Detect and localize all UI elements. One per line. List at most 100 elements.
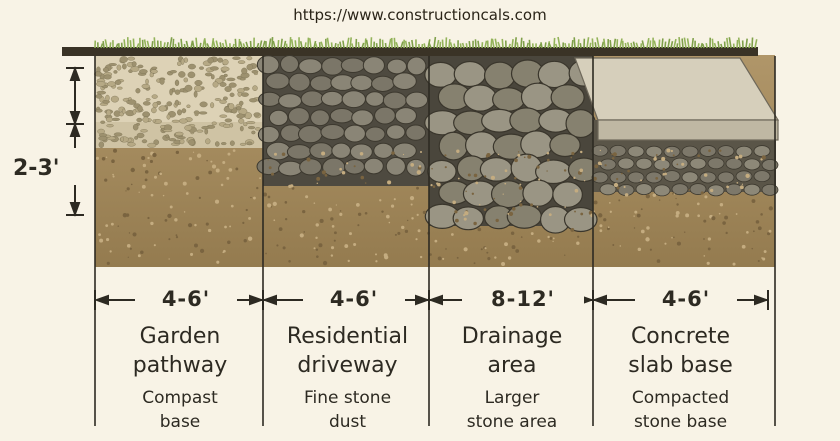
rock xyxy=(453,60,487,88)
soil-speckle xyxy=(164,218,168,222)
soil-speckle xyxy=(703,255,706,257)
title-drainage: Drainage area xyxy=(432,322,592,380)
soil-speckle xyxy=(519,203,523,207)
soil-speckle xyxy=(507,256,512,260)
grass-blade xyxy=(364,38,367,49)
grass-blade xyxy=(277,40,280,49)
grass-blade xyxy=(697,43,700,49)
stone xyxy=(258,91,281,107)
soil-speckle xyxy=(303,231,306,233)
soil-speckle xyxy=(768,206,773,211)
stone xyxy=(385,156,406,176)
soil-speckle xyxy=(504,169,508,173)
source-url[interactable]: https://www.constructioncals.com xyxy=(293,6,547,24)
gravel-pebble xyxy=(219,82,227,87)
gravel-pebble xyxy=(98,141,105,148)
grass-blade xyxy=(339,41,342,49)
stone xyxy=(382,91,407,110)
soil-speckle xyxy=(464,211,469,216)
grass-blade xyxy=(428,42,432,49)
soil-speckle xyxy=(741,183,744,185)
stone xyxy=(386,58,408,75)
dimension-arrow xyxy=(249,294,264,306)
soil-speckle xyxy=(185,192,189,195)
gravel-pebble xyxy=(120,136,124,142)
title-driveway: Residential driveway xyxy=(265,322,430,380)
soil-speckle xyxy=(175,150,180,155)
soil-speckle xyxy=(473,173,478,178)
soil-speckle xyxy=(306,157,311,162)
desc-slab: Compacted stone base xyxy=(598,386,763,434)
gravel-pebble xyxy=(183,57,189,63)
grass-blade xyxy=(169,37,173,49)
soil-speckle xyxy=(527,154,532,159)
grass-blade xyxy=(388,38,392,49)
grass-blade xyxy=(520,37,523,49)
ground-line xyxy=(62,47,758,56)
gravel-pebble xyxy=(108,63,117,67)
grass-blade xyxy=(129,40,132,49)
soil-speckle xyxy=(128,232,131,234)
gravel-pebble xyxy=(238,100,244,106)
gravel-pebble xyxy=(113,70,118,74)
stone xyxy=(374,106,396,125)
grass-blade xyxy=(548,42,552,49)
soil-speckle xyxy=(436,182,441,187)
desc-drainage: Larger stone area xyxy=(432,386,592,434)
grass-blade xyxy=(404,40,408,49)
soil-speckle xyxy=(383,253,388,258)
soil-speckle xyxy=(168,238,171,241)
gravel-pebble xyxy=(239,77,246,81)
soil-speckle xyxy=(388,221,391,224)
soil-speckle xyxy=(497,153,500,156)
rock xyxy=(520,82,555,112)
soil-speckle xyxy=(703,238,705,240)
soil-speckle xyxy=(229,225,232,228)
soil-speckle xyxy=(324,173,328,177)
soil-speckle xyxy=(259,177,262,180)
soil-speckle xyxy=(353,165,356,168)
rock xyxy=(509,107,544,134)
soil-speckle xyxy=(117,225,120,227)
stone xyxy=(265,72,290,90)
soil-speckle xyxy=(149,159,153,164)
soil-speckle xyxy=(637,247,642,252)
grass-blade xyxy=(557,36,561,49)
gravel-pebble xyxy=(187,71,196,79)
soil-speckle xyxy=(375,260,378,263)
gravel-pebble xyxy=(127,56,136,61)
grass-blade xyxy=(423,43,426,49)
rock xyxy=(426,159,457,183)
soil-speckle xyxy=(226,176,230,180)
soil-speckle xyxy=(463,214,466,217)
grass-blade xyxy=(365,39,369,49)
soil-speckle xyxy=(463,247,468,252)
grass-blade xyxy=(245,41,249,49)
soil-speckle xyxy=(183,211,186,213)
soil-speckle xyxy=(250,196,252,199)
compacted-stone xyxy=(689,157,707,170)
soil-speckle xyxy=(291,187,295,190)
soil-speckle xyxy=(645,194,650,199)
grass-blade xyxy=(342,40,345,49)
grass-blade xyxy=(683,37,687,49)
grass-blade xyxy=(203,38,207,49)
compacted-stone xyxy=(761,159,779,171)
grass-blade xyxy=(289,37,292,49)
gravel-pebble xyxy=(177,61,182,66)
soil-speckle xyxy=(662,167,666,171)
soil-speckle xyxy=(735,213,738,215)
desc-slab-line2: stone base xyxy=(633,412,728,432)
soil-speckle xyxy=(722,221,726,225)
gravel-pebble xyxy=(174,89,181,95)
grass-blade xyxy=(102,41,105,49)
soil-speckle xyxy=(594,164,599,169)
gravel-pebble xyxy=(134,136,139,140)
soil-speckle xyxy=(616,186,620,190)
gravel-pebble xyxy=(177,109,182,116)
grass-blade xyxy=(219,42,222,49)
grass-blade xyxy=(705,43,708,49)
gravel-pebble xyxy=(184,124,193,131)
soil-speckle xyxy=(473,221,477,226)
soil-speckle xyxy=(571,151,575,156)
